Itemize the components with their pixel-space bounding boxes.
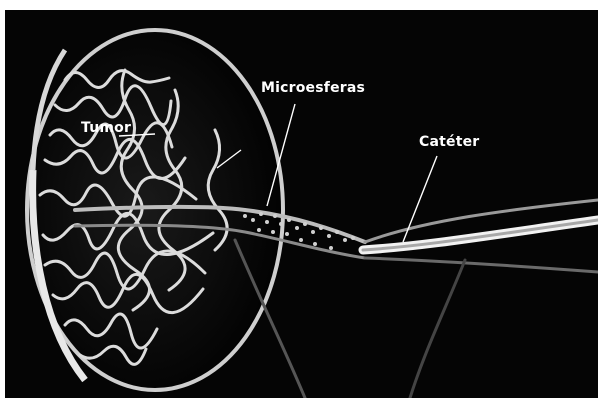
- tumor-embolization-illustration: [5, 10, 598, 398]
- catheter-label: Catéter: [419, 134, 479, 150]
- catheter: [363, 220, 598, 250]
- illustration-panel: Tumor Microesferas Catéter: [5, 10, 598, 398]
- microspheres-label: Microesferas: [261, 80, 365, 96]
- tumor-label: Tumor: [81, 120, 131, 136]
